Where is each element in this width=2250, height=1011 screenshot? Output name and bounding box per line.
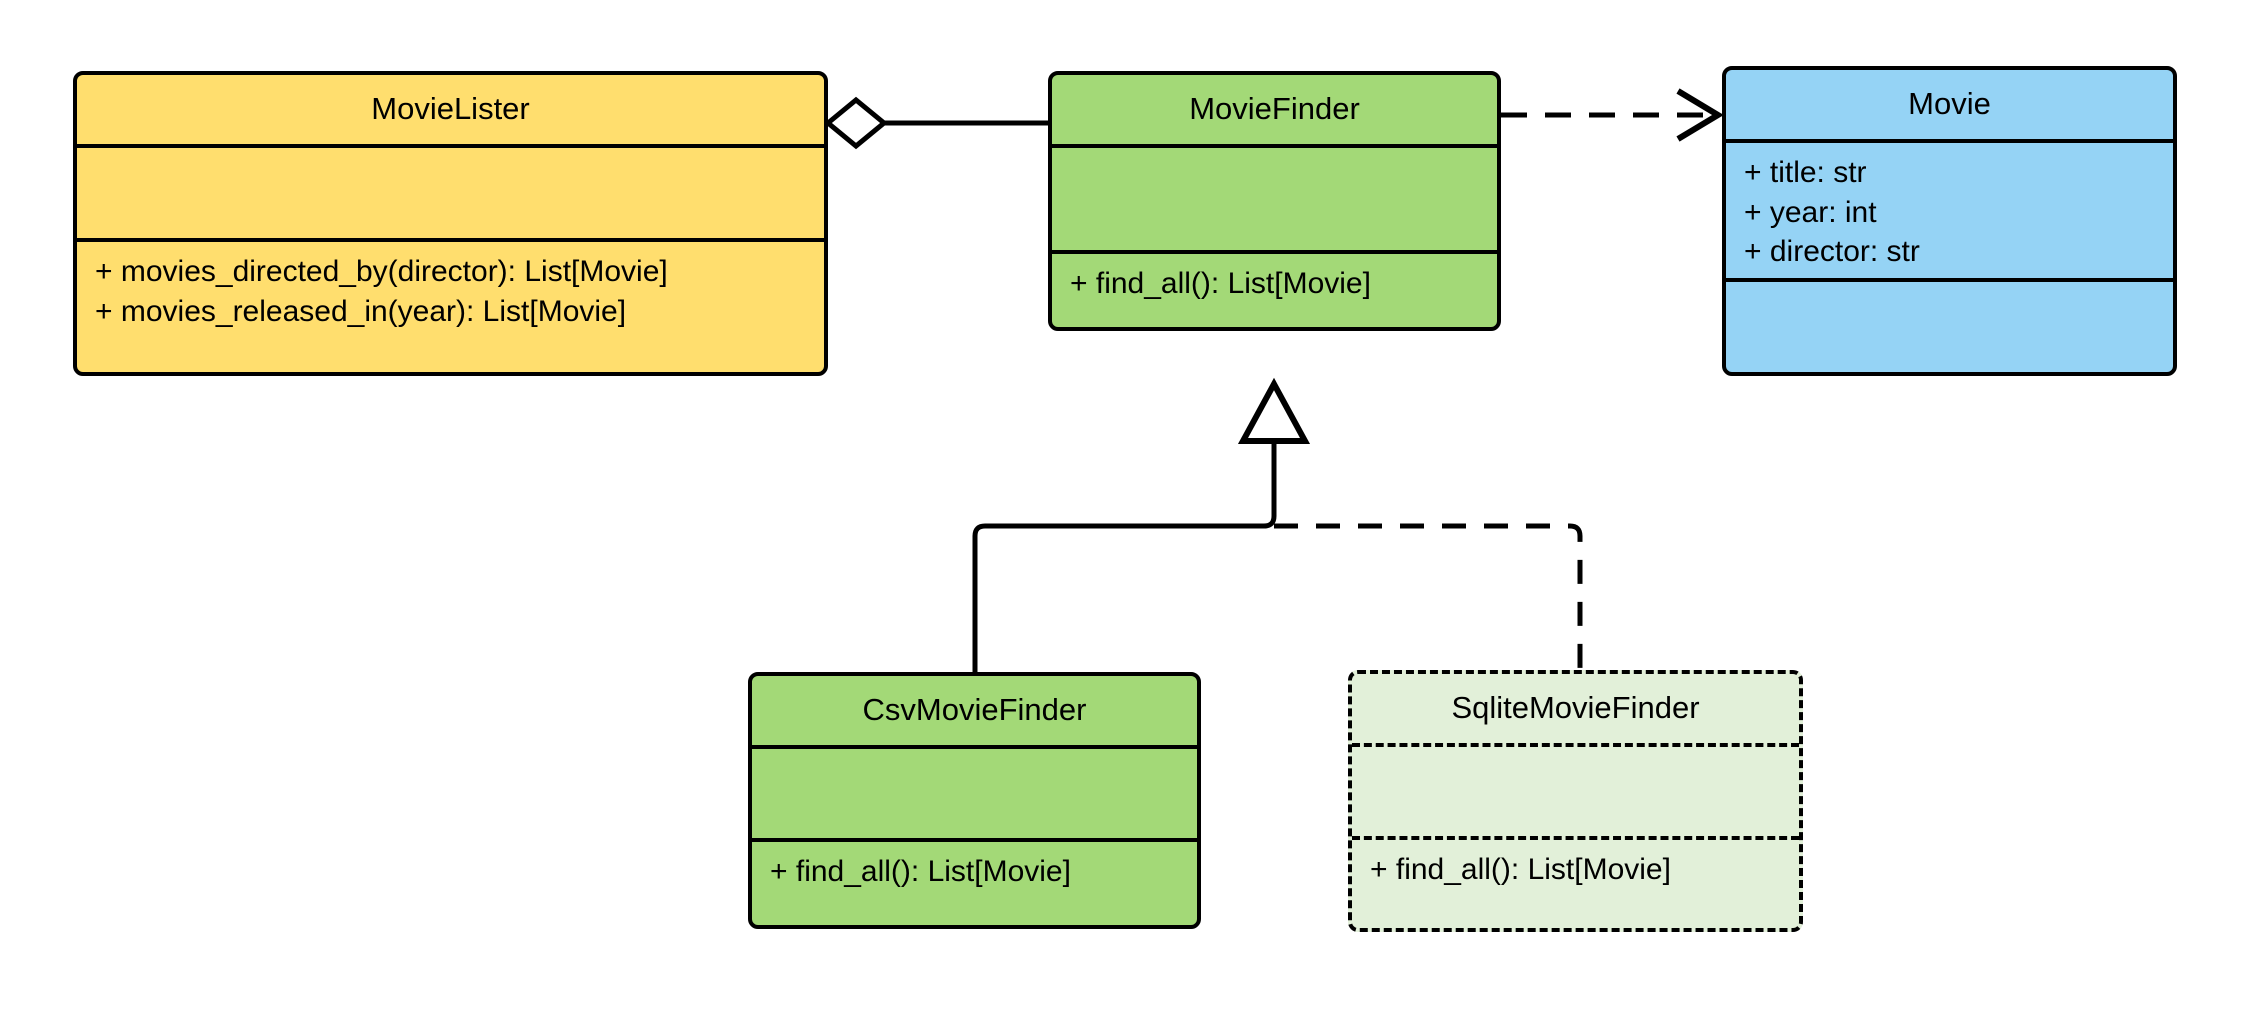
class-operations-movielister: + movies_directed_by(director): List[Mov…	[77, 242, 824, 341]
class-name-sqlitemoviefinder: SqliteMovieFinder	[1352, 674, 1799, 747]
aggregation-lister-finder	[824, 96, 1048, 150]
class-attributes-csvmoviefinder	[752, 749, 1197, 842]
generalization-sqlite-finder	[1274, 523, 1583, 670]
operation-row: + movies_directed_by(director): List[Mov…	[95, 255, 668, 288]
class-attributes-sqlitemoviefinder	[1352, 747, 1799, 840]
operation-row: + movies_released_in(year): List[Movie]	[95, 294, 627, 328]
class-box-movielister[interactable]: MovieLister + movies_directed_by(directo…	[73, 71, 828, 376]
class-operations-csvmoviefinder: + find_all(): List[Movie]	[752, 842, 1197, 902]
class-name-movie: Movie	[1726, 70, 2173, 143]
class-box-moviefinder[interactable]: MovieFinder + find_all(): List[Movie]	[1048, 71, 1501, 331]
class-attributes-movielister	[77, 148, 824, 242]
class-attributes-movie: + title: str + year: int + director: str	[1726, 143, 2173, 282]
hollow-triangle-icon	[1237, 377, 1311, 444]
hollow-diamond-icon	[824, 96, 888, 150]
operation-row: + find_all(): List[Movie]	[770, 855, 1071, 888]
generalization-line-sqlite	[1274, 523, 1583, 670]
class-box-sqlitemoviefinder[interactable]: SqliteMovieFinder + find_all(): List[Mov…	[1348, 670, 1803, 932]
class-operations-sqlitemoviefinder: + find_all(): List[Movie]	[1352, 840, 1799, 900]
attribute-row: + director: str	[1744, 235, 1920, 269]
generalization-line-csv	[972, 441, 1277, 672]
class-box-csvmoviefinder[interactable]: CsvMovieFinder + find_all(): List[Movie]	[748, 672, 1201, 929]
class-box-movie[interactable]: Movie + title: str + year: int + directo…	[1722, 66, 2177, 376]
open-arrow-icon	[1676, 88, 1724, 142]
class-name-csvmoviefinder: CsvMovieFinder	[752, 676, 1197, 749]
generalization-csv-finder	[972, 377, 1311, 672]
class-name-moviefinder: MovieFinder	[1052, 75, 1497, 148]
operation-row: + find_all(): List[Movie]	[1370, 853, 1671, 886]
class-attributes-moviefinder	[1052, 148, 1497, 254]
class-name-movielister: MovieLister	[77, 75, 824, 148]
attribute-row: + title: str	[1744, 156, 1867, 189]
class-operations-movie	[1726, 282, 2173, 302]
operation-row: + find_all(): List[Movie]	[1070, 267, 1371, 300]
dependency-finder-movie	[1501, 88, 1724, 142]
attribute-row: + year: int	[1744, 195, 1877, 229]
class-operations-moviefinder: + find_all(): List[Movie]	[1052, 254, 1497, 314]
